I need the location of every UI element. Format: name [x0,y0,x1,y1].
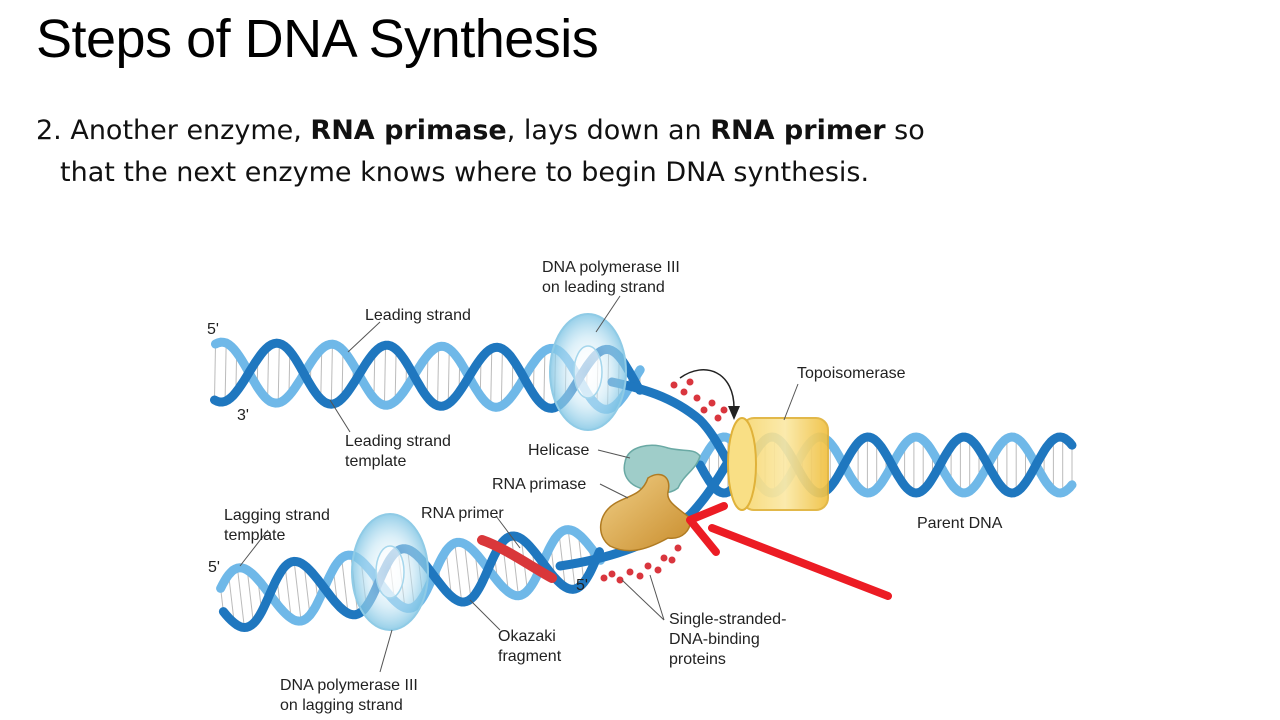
rna-primase-shape [600,473,691,552]
ssb-proteins [600,378,728,584]
label-rna-primer: RNA primer [421,505,504,522]
label-pol3-lagging-1: DNA polymerase III [280,677,418,694]
label-leading-template-1: Leading strand [345,433,451,450]
lagging-helix-rung [445,550,452,597]
lagging-helix-rung [454,542,463,603]
pointer-arrow [686,502,892,600]
rna-primer-segment [477,535,557,583]
ssb-dot [654,566,662,574]
leading-helix-rung [437,346,440,406]
ssb-dot [720,406,728,414]
label-okazaki-2: fragment [498,648,562,665]
label-lagging-template-2: template [224,527,285,544]
leading-helix-rung [277,343,280,403]
topoisomerase-shape [727,417,829,511]
label-pol3-leading-1: DNA polymerase III [542,259,680,276]
leading-helix-rung [394,349,397,402]
ssb-dot [636,572,644,580]
ssb-dot [600,574,608,582]
ssb-dot [700,406,708,414]
term-rna-primer: RNA primer [710,115,886,146]
ssb-dot [674,544,682,552]
ssb-dot [680,388,688,396]
label-okazaki-1: Okazaki [498,628,556,645]
label-parent-dna: Parent DNA [917,515,1003,532]
ssb-dot [608,570,616,578]
lagging-helix-rung [567,529,576,590]
leading-helix-rung [341,350,344,399]
leading-helix-rung [330,344,333,405]
leading-helix-rung [543,350,546,406]
rotation-arrow [679,369,735,411]
step-number: 2. [36,115,62,146]
label-pol3-lagging-2: on lagging strand [280,697,403,714]
label-rna-primase: RNA primase [492,476,586,493]
ssb-dot [670,381,678,389]
lagging-helix-rung [558,533,566,588]
lagging-helix-rung [293,561,302,622]
leader-lines [239,295,799,673]
label-ssb-1: Single-stranded- [669,611,786,628]
fork-top-arm [607,377,733,467]
ssb-dot [686,378,694,386]
leading-helix-rung [500,348,503,406]
leading-helix-rung [373,351,376,399]
ssb-dot [660,554,668,562]
leading-helix-rung [224,343,227,402]
label-topoisomerase: Topoisomerase [797,365,906,382]
label-lagging-template-1: Lagging strand [224,507,330,524]
leading-helix-rung [383,345,387,406]
label-3prime-top: 3' [237,407,249,424]
leading-helix-rung [213,344,217,400]
step-text-part: so that the next enzyme knows where to b… [60,115,925,188]
ssb-dot [708,399,716,407]
leading-helix-rung [490,348,493,406]
lagging-helix-rung [236,568,245,628]
polymerase-ring-leading [549,313,627,431]
step-text-part: Another enzyme, [61,115,311,146]
leading-helix-rung [447,348,450,404]
step-text-part: , lays down an [506,115,711,146]
ssb-dot [644,562,652,570]
slide-title: Steps of DNA Synthesis [36,9,599,69]
ssb-dot [714,414,722,422]
lagging-helix-rung [303,565,311,616]
polymerase-ring-lagging [351,513,429,631]
label-pol3-leading-2: on leading strand [542,279,665,296]
rotation-arrow-head [728,406,740,420]
term-rna-primase: RNA primase [310,115,507,146]
leading-helix-rung [267,346,270,400]
ssb-dot [616,576,624,584]
lagging-helix-rung [510,536,519,596]
label-ssb-3: proteins [669,651,726,668]
lagging-helix-rung [246,569,254,624]
lagging-helix-rung [284,566,292,619]
lagging-helix-rung [341,558,349,614]
leading-helix-rung [320,348,323,400]
label-5prime-mid: 5' [576,577,588,594]
label-helicase: Helicase [528,442,589,459]
label-leading-template-2: template [345,453,406,470]
label-ssb-2: DNA-binding [669,631,760,648]
ssb-dot [626,568,634,576]
label-5prime-bottom: 5' [208,559,220,576]
leading-helix-rung [288,351,291,396]
lagging-helix-rung [463,543,472,599]
helicase-shape [623,444,701,494]
ssb-dot [693,394,701,402]
ssb-dot [668,556,676,564]
lagging-helix-rung [228,574,235,624]
label-leading-strand: Leading strand [365,307,471,324]
label-5prime-top: 5' [207,321,219,338]
step-description: 2. Another enzyme, RNA primase, lays dow… [36,110,930,194]
